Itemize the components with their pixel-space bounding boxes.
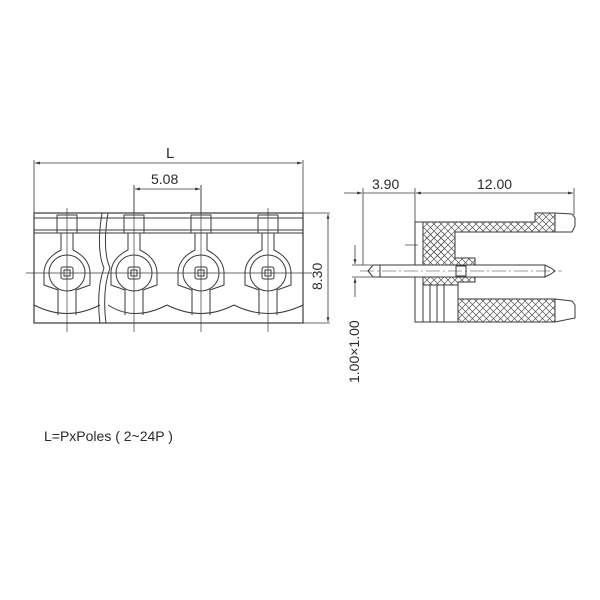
dimension-pin-section-label: 1.00×1.00 bbox=[346, 320, 362, 383]
front-view bbox=[26, 160, 330, 332]
dimension-height-label: 8.30 bbox=[309, 262, 325, 290]
length-formula-note: L=PxPoles ( 2~24P ) bbox=[44, 428, 173, 444]
dimension-pitch-label: 5.08 bbox=[151, 171, 179, 187]
side-view bbox=[344, 188, 576, 323]
dimension-length-label: L bbox=[166, 145, 175, 162]
dimension-side-length-label: 12.00 bbox=[477, 176, 513, 192]
dimension-pin-offset-label: 3.90 bbox=[372, 176, 400, 192]
